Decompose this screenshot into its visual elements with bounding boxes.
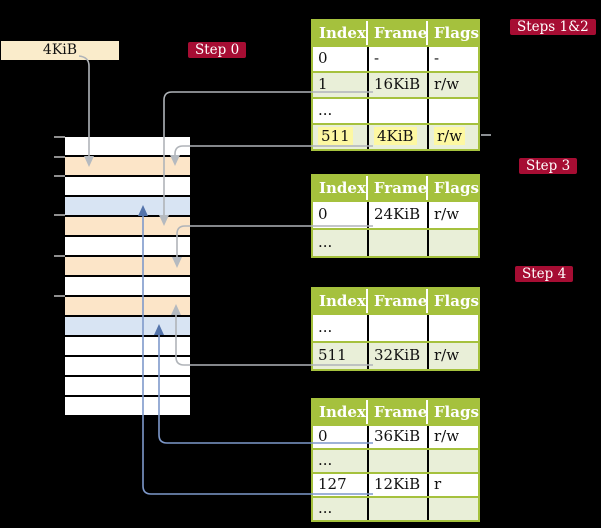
- table-cell: 12KiB: [369, 474, 429, 496]
- axis-tick: [54, 156, 65, 158]
- table-cell: 32KiB: [369, 343, 429, 369]
- table-row: ...: [313, 228, 478, 256]
- table-cell: 0: [313, 426, 369, 448]
- table-cell: 0: [313, 47, 369, 71]
- badge-steps-1-2: Steps 1&2: [510, 19, 596, 35]
- column-header-index: Index: [313, 176, 368, 200]
- table-row: ...: [313, 448, 478, 472]
- memory-frame-row-white: [65, 236, 190, 256]
- table-cell: ...: [313, 498, 369, 520]
- table-cell: 511: [313, 343, 369, 369]
- memory-frame-row-white: [65, 176, 190, 196]
- table-row: ...: [313, 97, 478, 123]
- axis-tick: [54, 136, 65, 138]
- column-header-flags: Flags: [433, 403, 479, 421]
- highlighted-value: 511: [318, 127, 353, 145]
- memory-frame-row-white: [65, 137, 190, 156]
- memory-frame-row-white: [65, 356, 190, 376]
- table-cell: [429, 498, 478, 520]
- table-cell: [369, 498, 429, 520]
- table-cell: 4KiB: [369, 125, 429, 149]
- table-cell: 127: [313, 474, 369, 496]
- memory-frame-row-white: [65, 276, 190, 296]
- column-header-flags: Flags: [433, 179, 479, 197]
- badge-step-4: Step 4: [515, 266, 574, 282]
- table-row: ...: [313, 313, 478, 341]
- badge-step-0: Step 0: [188, 42, 247, 58]
- table-cell: -: [434, 49, 440, 67]
- column-header-frame: Frame: [368, 21, 428, 45]
- memory-stack: [65, 137, 190, 416]
- memory-frame-row-blue: [65, 196, 190, 216]
- table-cell: r/w: [434, 205, 460, 223]
- table-cell: [369, 99, 429, 123]
- memory-frame-row-peach: [65, 296, 190, 316]
- table-cell: 511: [313, 125, 369, 149]
- table-cell: ...: [313, 230, 369, 256]
- column-header-index: Index: [313, 21, 368, 45]
- table-cell: ...: [313, 450, 369, 472]
- table-cell: [429, 450, 478, 472]
- table-row: 0--: [313, 45, 478, 71]
- table-cell: r/w: [429, 125, 478, 149]
- memory-frame-row-blue: [65, 316, 190, 336]
- column-header-frame: Frame: [368, 176, 428, 200]
- axis-tick: [54, 295, 65, 297]
- table-cell: 16KiB: [369, 73, 429, 97]
- column-header-flags: Flags: [433, 24, 479, 42]
- table-cell: [429, 99, 478, 123]
- table-cell: [369, 315, 429, 341]
- table-cell: r/w: [434, 75, 460, 93]
- table-cell: 36KiB: [369, 426, 429, 448]
- memory-frame-row-white: [65, 376, 190, 396]
- table-cell: r/w: [434, 346, 460, 364]
- column-header-index: Index: [313, 289, 368, 313]
- highlighted-value: 4KiB: [374, 127, 417, 145]
- frame-address-box: 4KiB: [1, 41, 119, 60]
- memory-frame-row-peach: [65, 156, 190, 176]
- table-cell: [429, 230, 478, 256]
- table-cell: r: [434, 475, 442, 493]
- axis-tick: [54, 255, 65, 257]
- table-cell: ...: [313, 99, 369, 123]
- column-header-frame: Frame: [368, 289, 428, 313]
- table-row: ...: [313, 496, 478, 520]
- column-header-index: Index: [313, 400, 368, 424]
- column-header-frame: Frame: [368, 400, 428, 424]
- table-cell: [429, 315, 478, 341]
- axis-tick: [54, 214, 65, 216]
- memory-frame-row-peach: [65, 216, 190, 236]
- table-cell: -: [369, 47, 429, 71]
- axis-tick: [54, 175, 65, 177]
- table-row: 511 4KiB r/w: [313, 123, 478, 149]
- column-header-flags: Flags: [433, 292, 479, 310]
- memory-frame-row-white: [65, 336, 190, 356]
- highlighted-value: r/w: [434, 127, 466, 145]
- table-cell: 1: [313, 73, 369, 97]
- table-cell: [369, 230, 429, 256]
- table-cell: [369, 450, 429, 472]
- table-cell: r/w: [434, 427, 460, 445]
- memory-frame-row-white: [65, 396, 190, 416]
- memory-frame-row-peach: [65, 256, 190, 276]
- table-cell: 0: [313, 202, 369, 228]
- table-cell: 24KiB: [369, 202, 429, 228]
- table-cell: ...: [313, 315, 369, 341]
- badge-step-3: Step 3: [519, 158, 578, 174]
